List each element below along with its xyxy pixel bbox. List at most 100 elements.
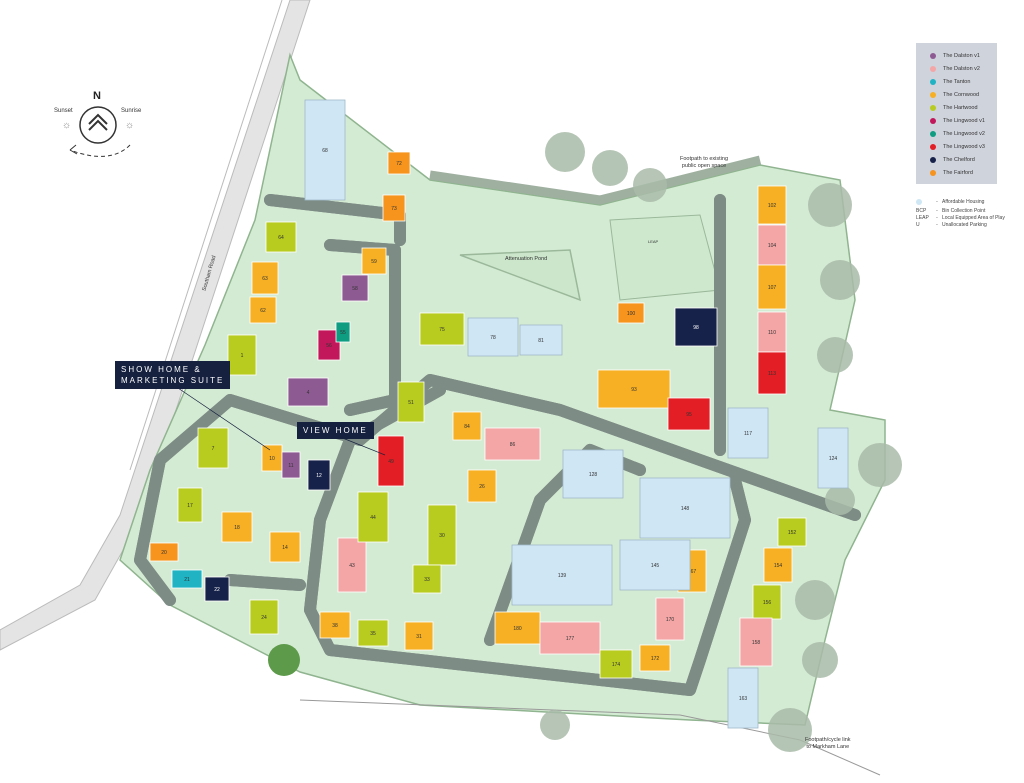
house-block[interactable] <box>419 312 465 346</box>
plot-104[interactable]: 104 <box>757 224 787 266</box>
house-block[interactable] <box>727 667 759 729</box>
house-block[interactable] <box>404 621 434 651</box>
house-block[interactable] <box>149 542 179 562</box>
plot-55[interactable]: 55 <box>335 321 351 343</box>
plot-100[interactable]: 100 <box>617 302 645 324</box>
house-block[interactable] <box>304 99 346 201</box>
house-block[interactable] <box>251 261 279 295</box>
plot-86[interactable]: 86 <box>484 427 541 461</box>
plot-98[interactable]: 98 <box>674 307 718 347</box>
plot-4[interactable]: 4 <box>287 377 329 407</box>
plot-62[interactable]: 62 <box>249 296 277 324</box>
house-block[interactable] <box>382 194 406 222</box>
plot-148[interactable]: 148 <box>639 477 731 539</box>
plot-56[interactable]: 56 <box>317 329 341 361</box>
house-block[interactable] <box>307 459 331 491</box>
plot-59[interactable]: 59 <box>361 247 387 275</box>
house-block[interactable] <box>817 427 849 489</box>
plot-31[interactable]: 31 <box>404 621 434 651</box>
plot-51[interactable]: 51 <box>397 381 425 423</box>
house-block[interactable] <box>317 329 341 361</box>
house-block[interactable] <box>221 511 253 543</box>
plot-75[interactable]: 75 <box>419 312 465 346</box>
plot-93[interactable]: 93 <box>597 369 671 409</box>
plot-72[interactable]: 72 <box>387 151 411 175</box>
house-block[interactable] <box>171 569 203 589</box>
house-block[interactable] <box>655 597 685 641</box>
plot-38[interactable]: 38 <box>319 611 351 639</box>
plot-68[interactable]: 68 <box>304 99 346 201</box>
plot-12[interactable]: 12 <box>307 459 331 491</box>
house-block[interactable] <box>519 324 563 356</box>
house-block[interactable] <box>539 621 601 655</box>
plot-11[interactable]: 11 <box>281 451 301 479</box>
plot-17[interactable]: 17 <box>177 487 203 523</box>
plot-14[interactable]: 14 <box>269 531 301 563</box>
house-block[interactable] <box>335 321 351 343</box>
house-block[interactable] <box>757 351 787 395</box>
house-block[interactable] <box>739 617 773 667</box>
house-block[interactable] <box>361 247 387 275</box>
house-block[interactable] <box>617 302 645 324</box>
house-block[interactable] <box>177 487 203 523</box>
house-block[interactable] <box>752 584 782 620</box>
plot-1[interactable]: 1 <box>227 334 257 376</box>
house-block[interactable] <box>319 611 351 639</box>
plot-110[interactable]: 110 <box>757 311 787 353</box>
house-block[interactable] <box>204 576 230 602</box>
house-block[interactable] <box>674 307 718 347</box>
house-block[interactable] <box>227 334 257 376</box>
plot-63[interactable]: 63 <box>251 261 279 295</box>
house-block[interactable] <box>452 411 482 441</box>
plot-117[interactable]: 117 <box>727 407 769 459</box>
plot-174[interactable]: 174 <box>599 649 633 679</box>
house-block[interactable] <box>249 599 279 635</box>
house-block[interactable] <box>357 619 389 647</box>
plot-124[interactable]: 124 <box>817 427 849 489</box>
plot-44[interactable]: 44 <box>357 491 389 543</box>
house-block[interactable] <box>727 407 769 459</box>
plot-154[interactable]: 154 <box>763 547 793 583</box>
plot-64[interactable]: 64 <box>265 221 297 253</box>
house-block[interactable] <box>562 449 624 499</box>
house-block[interactable] <box>599 649 633 679</box>
plot-113[interactable]: 113 <box>757 351 787 395</box>
plot-107[interactable]: 107 <box>757 264 787 310</box>
plot-95[interactable]: 95 <box>667 397 711 431</box>
plot-7[interactable]: 7 <box>197 427 229 469</box>
plot-84[interactable]: 84 <box>452 411 482 441</box>
plot-102[interactable]: 102 <box>757 185 787 225</box>
show-home-callout[interactable]: SHOW HOME & MARKETING SUITE <box>115 361 231 389</box>
plot-20[interactable]: 20 <box>149 542 179 562</box>
house-block[interactable] <box>341 274 369 302</box>
plot-10[interactable]: 10 <box>261 444 283 472</box>
plot-128[interactable]: 128 <box>562 449 624 499</box>
house-block[interactable] <box>619 539 691 591</box>
plot-156[interactable]: 156 <box>752 584 782 620</box>
plot-145[interactable]: 145 <box>619 539 691 591</box>
house-block[interactable] <box>337 537 367 593</box>
plot-35[interactable]: 35 <box>357 619 389 647</box>
house-block[interactable] <box>357 491 389 543</box>
plot-172[interactable]: 172 <box>639 644 671 672</box>
plot-49[interactable]: 49 <box>377 435 405 487</box>
house-block[interactable] <box>757 185 787 225</box>
plot-180[interactable]: 180 <box>494 611 541 645</box>
plot-152[interactable]: 152 <box>777 517 807 547</box>
plot-139[interactable]: 139 <box>511 544 613 606</box>
house-block[interactable] <box>249 296 277 324</box>
house-block[interactable] <box>397 381 425 423</box>
house-block[interactable] <box>467 469 497 503</box>
plot-24[interactable]: 24 <box>249 599 279 635</box>
house-block[interactable] <box>667 397 711 431</box>
house-block[interactable] <box>757 264 787 310</box>
house-block[interactable] <box>763 547 793 583</box>
house-block[interactable] <box>269 531 301 563</box>
plot-18[interactable]: 18 <box>221 511 253 543</box>
house-block[interactable] <box>427 504 457 566</box>
plot-158[interactable]: 158 <box>739 617 773 667</box>
house-block[interactable] <box>412 564 442 594</box>
house-block[interactable] <box>639 644 671 672</box>
house-block[interactable] <box>597 369 671 409</box>
house-block[interactable] <box>639 477 731 539</box>
